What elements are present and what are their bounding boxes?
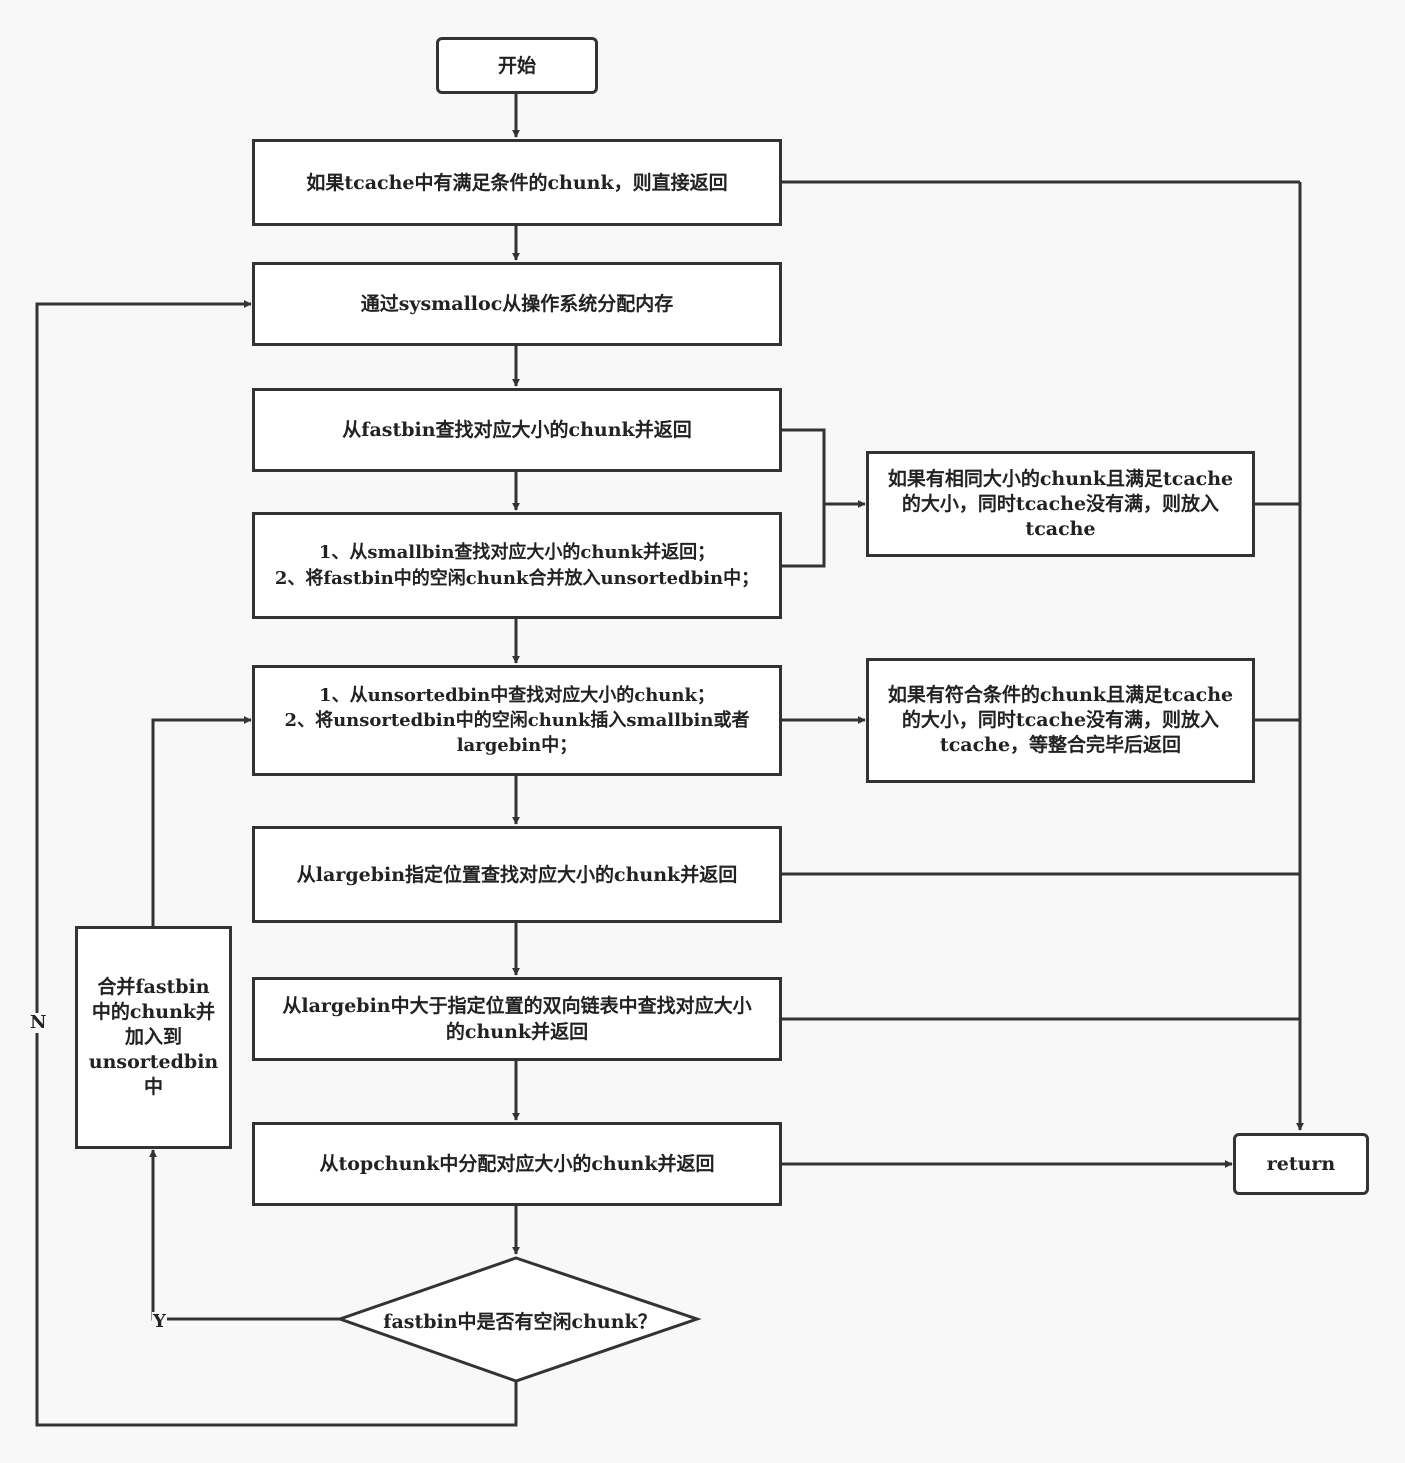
consolidate-node: 合并fastbin 中的chunk并 加入到 unsortedbin 中 <box>75 926 232 1149</box>
sysmalloc-node: 通过sysmalloc从操作系统分配内存 <box>252 262 782 346</box>
edge-fastbin-bracket <box>781 428 826 568</box>
return-node: return <box>1233 1133 1369 1195</box>
unsortedbin-lookup-node: 1、从unsortedbin中查找对应大小的chunk； 2、将unsorted… <box>252 665 782 776</box>
largebin-larger-node: 从largebin中大于指定位置的双向链表中查找对应大小 的chunk并返回 <box>252 977 782 1061</box>
largebin-exact-node: 从largebin指定位置查找对应大小的chunk并返回 <box>252 826 782 923</box>
decision-diamond <box>335 1256 702 1383</box>
edge-consolidate-to-unsortedbin <box>151 716 252 926</box>
edge-decision-no <box>35 300 518 1427</box>
decision-label: fastbin中是否有空闲chunk？ <box>383 1310 657 1333</box>
start-node: 开始 <box>436 37 598 94</box>
yes-label: Y <box>152 1311 167 1332</box>
tcache-check-node: 如果tcache中有满足条件的chunk，则直接返回 <box>252 139 782 226</box>
no-label: N <box>29 1012 48 1033</box>
tcache-fill-node-1: 如果有相同大小的chunk且满足tcache 的大小，同时tcache没有满，则… <box>866 451 1255 557</box>
smallbin-lookup-node: 1、从smallbin查找对应大小的chunk并返回； 2、将fastbin中的… <box>252 512 782 619</box>
topchunk-node: 从topchunk中分配对应大小的chunk并返回 <box>252 1122 782 1206</box>
tcache-fill-node-2: 如果有符合条件的chunk且满足tcache 的大小，同时tcache没有满，则… <box>866 658 1255 783</box>
fastbin-lookup-node: 从fastbin查找对应大小的chunk并返回 <box>252 388 782 472</box>
